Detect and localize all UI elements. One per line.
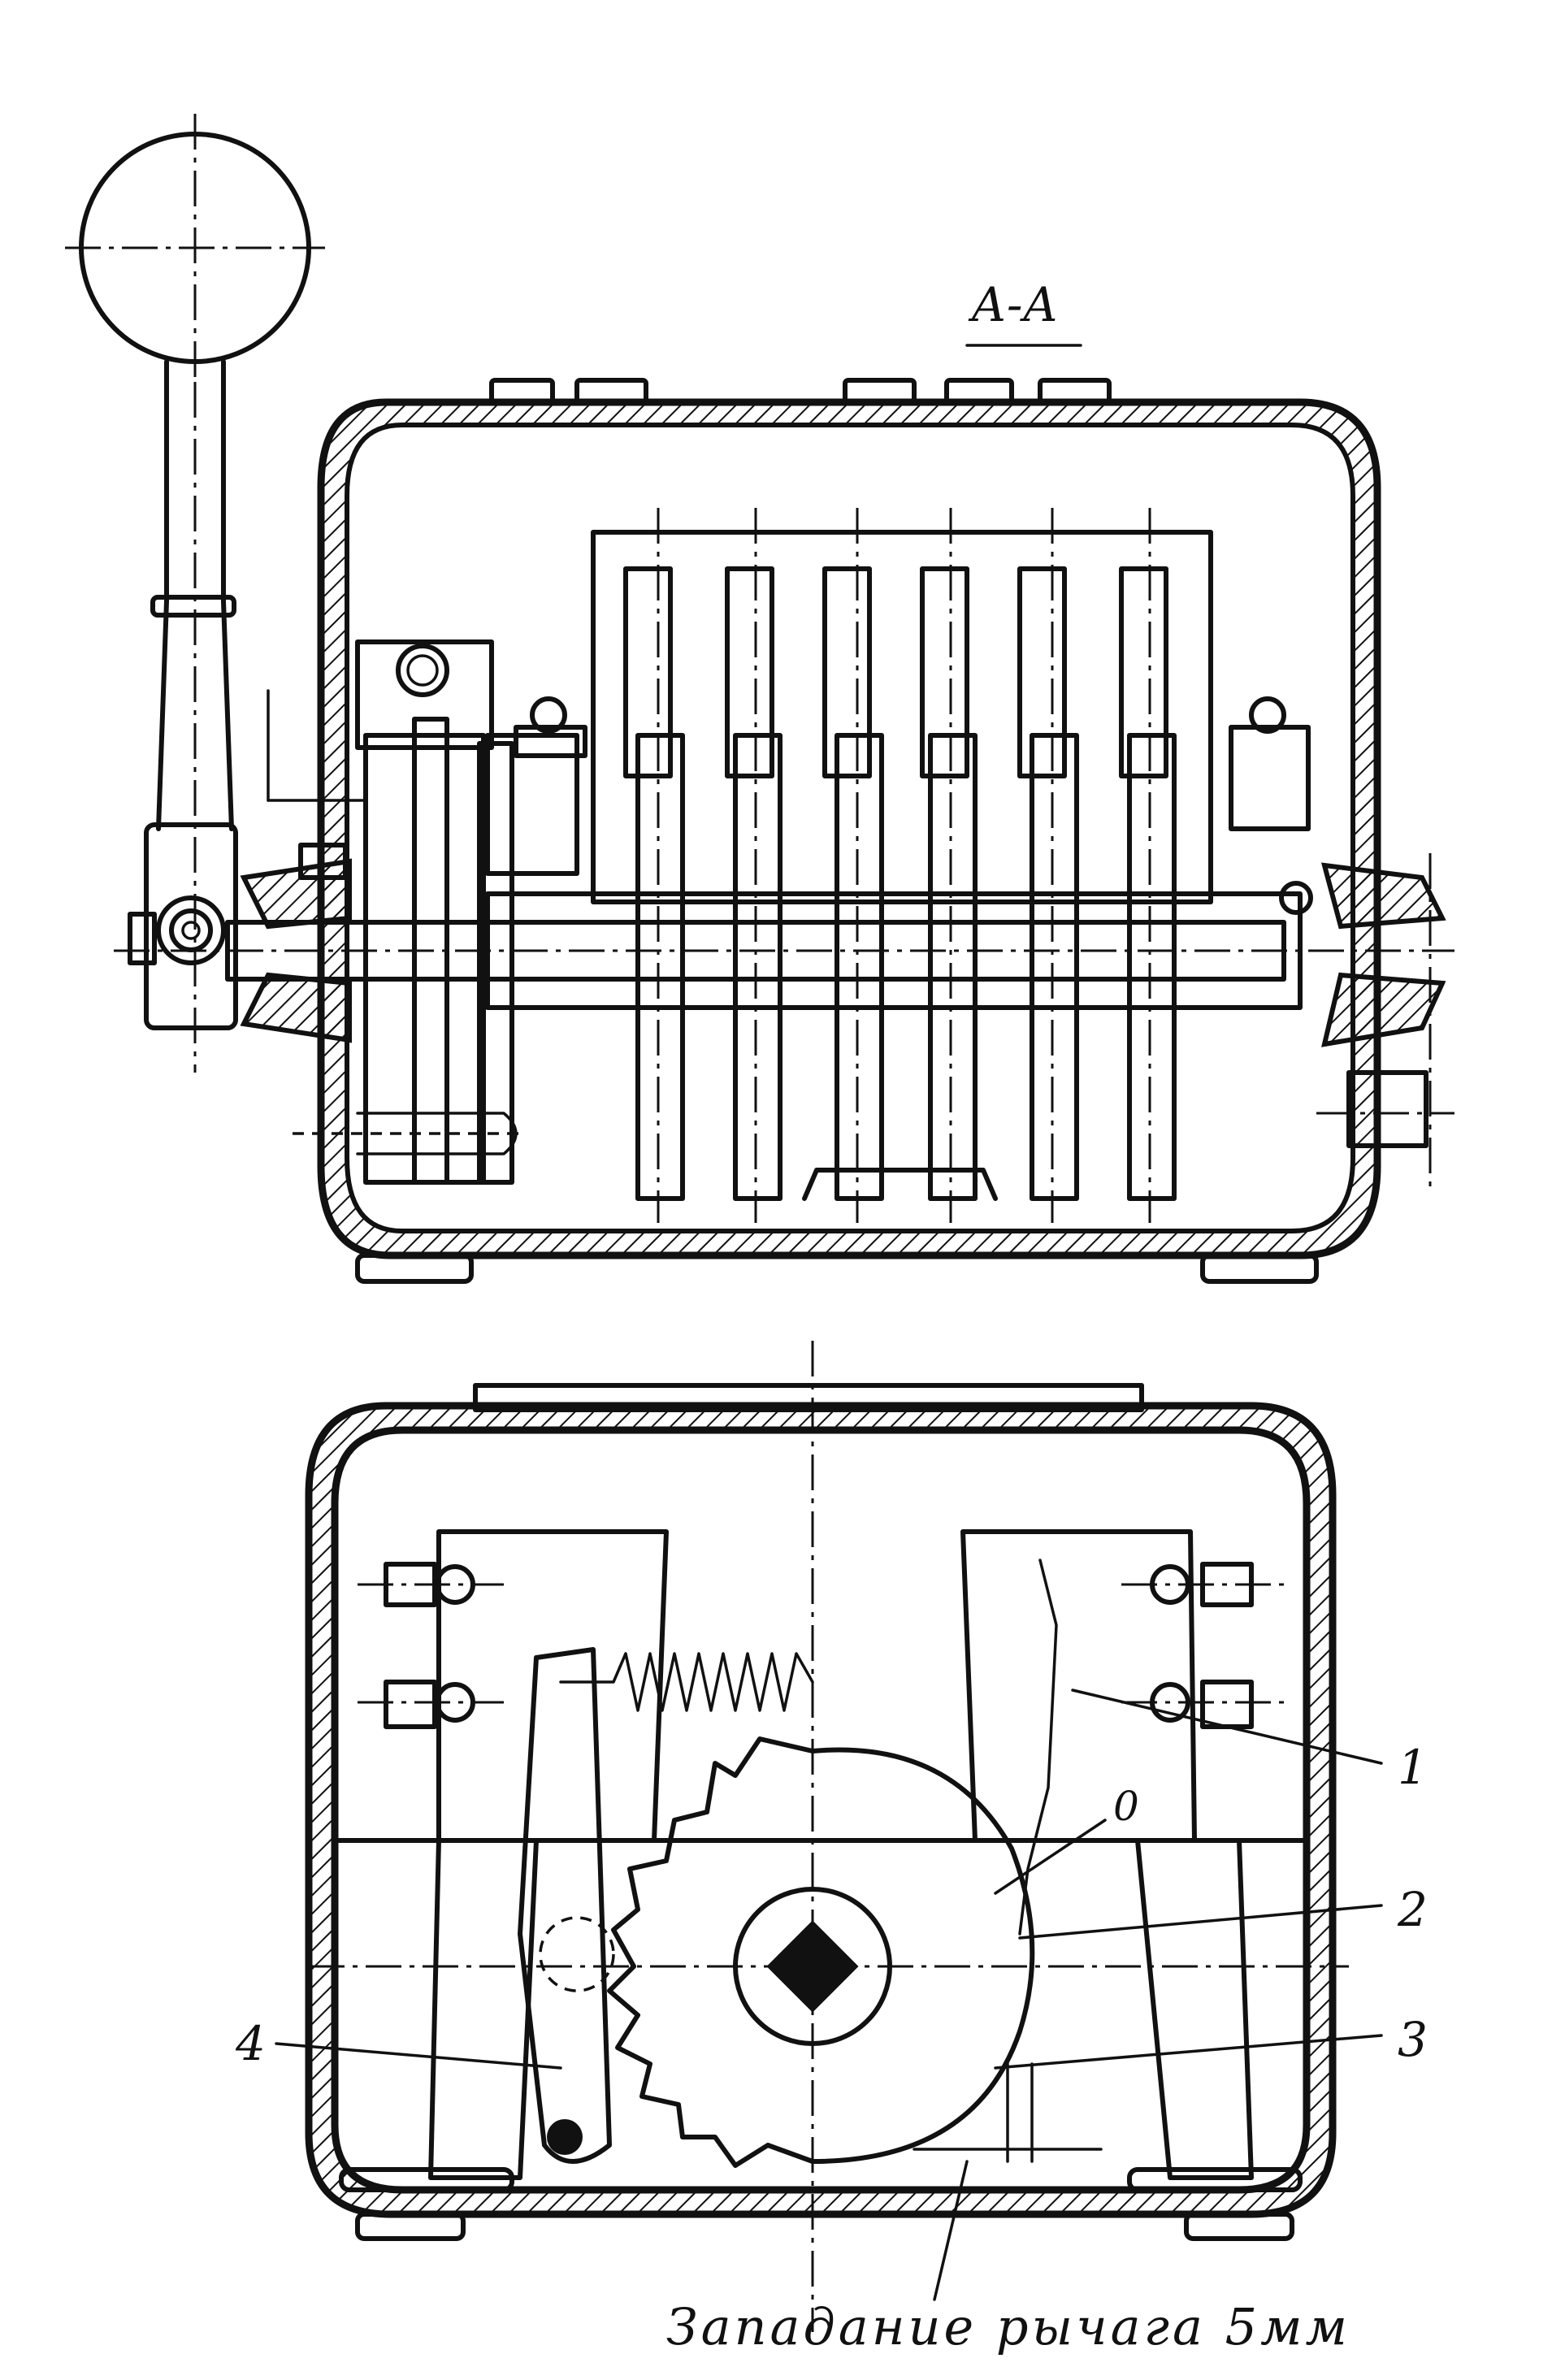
callout-4: 4 bbox=[235, 2016, 266, 2071]
contact-stack bbox=[591, 508, 1213, 1223]
main-shaft bbox=[114, 891, 1454, 1155]
ratchet-assembly bbox=[267, 639, 579, 1185]
front-section-view: 1 0 2 3 4 Западание рычага 5мм bbox=[235, 1341, 1428, 2356]
upper-housing bbox=[317, 378, 1381, 1284]
right-bearing bbox=[1316, 853, 1454, 1186]
lever-hub bbox=[128, 822, 238, 1030]
lever-drop-caption: Западание рычага 5мм bbox=[666, 2297, 1350, 2356]
left-terminal-block bbox=[358, 1529, 669, 2180]
left-bearing bbox=[240, 843, 352, 1043]
callout-1: 1 bbox=[1398, 1740, 1428, 1795]
callout-leaders bbox=[275, 1689, 1383, 2301]
section-label: А-А bbox=[968, 277, 1058, 332]
return-spring bbox=[559, 1652, 814, 1712]
pawl-lever bbox=[518, 1647, 615, 2164]
lever-stem bbox=[150, 359, 236, 1073]
right-terminal-block bbox=[960, 1529, 1284, 2180]
terminal-screws-top bbox=[514, 696, 1313, 915]
callout-2: 2 bbox=[1397, 1882, 1428, 1937]
callout-0: 0 bbox=[1113, 1783, 1139, 1830]
side-elevation-view: А-А bbox=[65, 114, 1454, 1284]
lever-knob bbox=[65, 114, 325, 386]
callout-3: 3 bbox=[1398, 2012, 1428, 2067]
ratchet-gear bbox=[309, 1736, 1349, 2168]
